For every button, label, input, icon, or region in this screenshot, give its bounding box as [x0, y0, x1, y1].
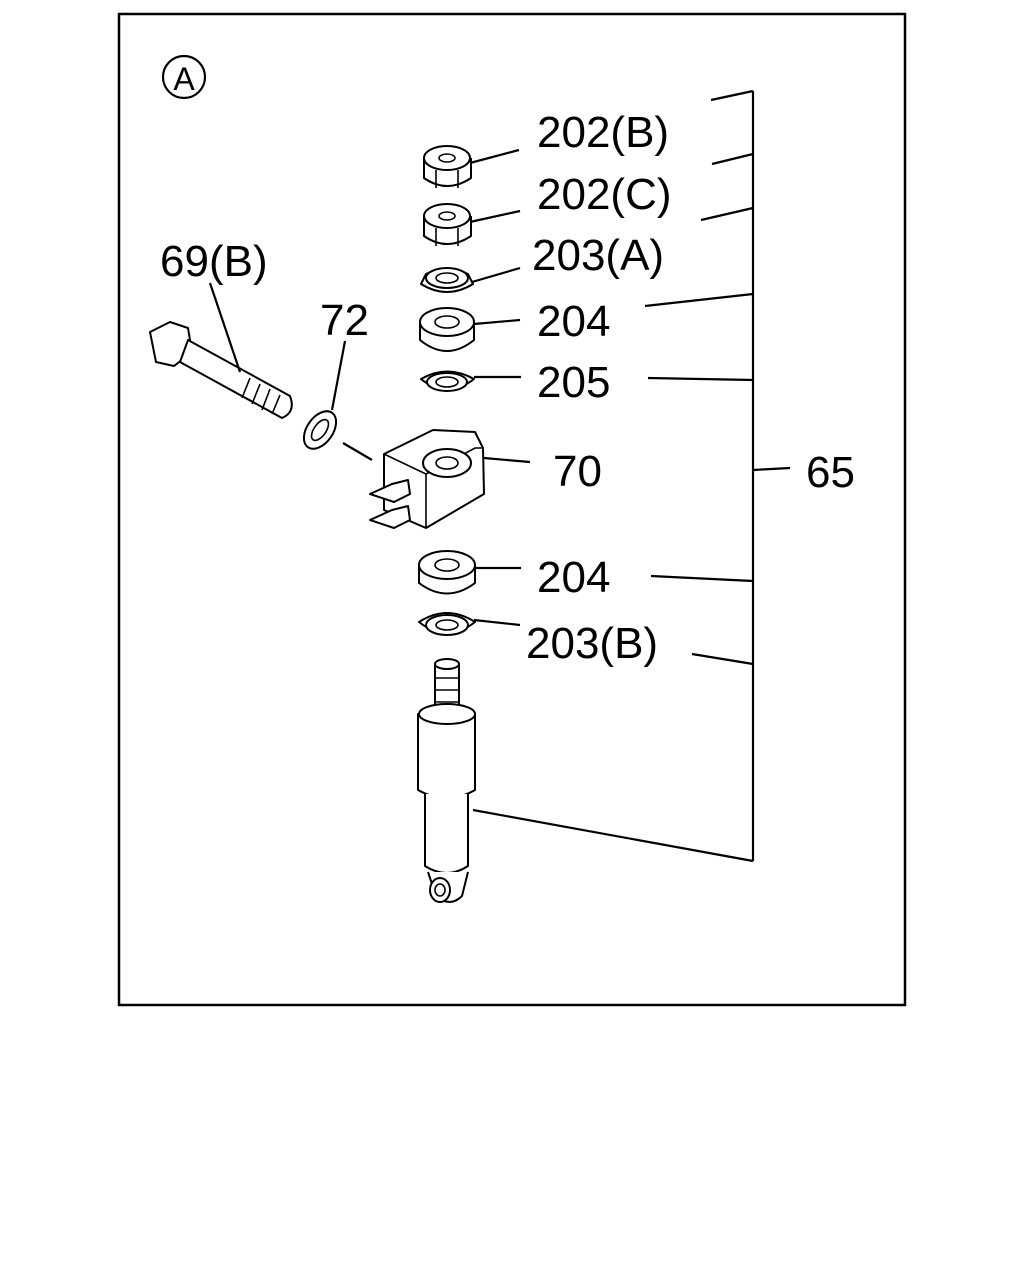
view-marker: A — [161, 54, 207, 100]
assembly-bracket-65 — [472, 89, 791, 863]
label-204-top: 204 — [537, 297, 610, 346]
diagram-frame — [117, 12, 907, 1007]
washer-203b — [418, 612, 521, 636]
washer-72 — [302, 340, 373, 461]
bracket-70 — [369, 429, 531, 529]
shock-absorber — [417, 658, 476, 903]
label-70: 70 — [553, 447, 602, 496]
bushing-204-top — [419, 307, 521, 352]
label-202c: 202(C) — [537, 170, 672, 219]
bushing-204-bottom — [418, 550, 521, 595]
label-203b: 203(B) — [526, 619, 658, 668]
label-202b: 202(B) — [537, 108, 669, 157]
label-69b: 69(B) — [160, 237, 268, 286]
view-marker-letter: A — [173, 61, 195, 97]
washer-205 — [420, 370, 521, 392]
label-205: 205 — [537, 358, 610, 407]
label-72: 72 — [320, 296, 369, 345]
nut-202c — [423, 203, 521, 246]
label-203a: 203(A) — [532, 231, 664, 280]
washer-203a — [420, 266, 521, 293]
label-204-bottom: 204 — [537, 553, 610, 602]
bolt-69b — [149, 282, 293, 419]
nut-202b — [423, 145, 520, 188]
label-65: 65 — [806, 448, 855, 497]
